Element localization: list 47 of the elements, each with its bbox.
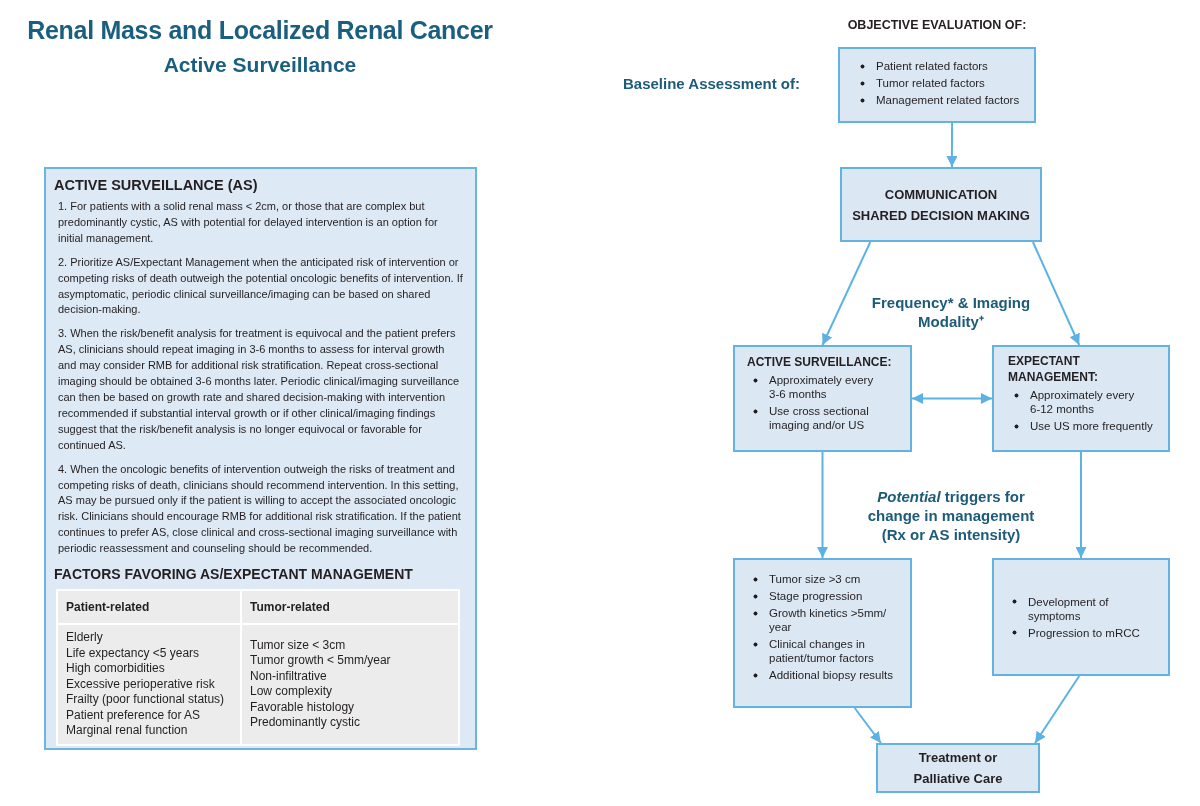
column-header: Tumor-related (242, 591, 458, 624)
cell-text: Low complexity (250, 684, 333, 700)
box-heading: EXPECTANT MANAGEMENT: (1008, 353, 1099, 385)
arrow (1034, 675, 1081, 744)
box-title: Treatment or Palliative Care (912, 749, 1004, 788)
cell-text: Tumor growth < 5mm/year (250, 653, 391, 669)
paragraph: 1. For patients with a solid renal mass < 2cm, or those that are complex but predominantly cystic, AS with potential for delayed intervention is an option for initial management. (58, 199, 439, 246)
process-box (992, 558, 1170, 676)
arrow (1031, 241, 1081, 346)
cell-text: Tumor size < 3cm (250, 637, 346, 654)
cell-text: Marginal renal function (66, 723, 188, 739)
arrow (853, 707, 882, 744)
cell-text: Non-infiltrative (250, 668, 327, 685)
double-arrow (911, 393, 993, 404)
cell-text: Favorable histology (250, 699, 355, 716)
box-heading: ACTIVE SURVEILLANCE: (747, 354, 893, 370)
process-box (840, 167, 1042, 242)
cell-text: Predominantly cystic (250, 715, 361, 731)
paragraph: 3. When the risk/benefit analysis for treatment is equivocal and the patient prefers AS, clinicians should repeat imaging in 3-6 months to assess for interval growth and may consider RMB for additional risk stratification. Repeat cross-sectional imaging should be obtained 3-6 months later. Periodic clinical/imaging surveillance can then be based on growth rate and shared decision-making with intervention recommended if substantial interval growth or if other clinical/imaging findings suggest that the risk/benefit analysis is no longer equivocal or favorable for continued AS. (58, 326, 461, 453)
process-box (992, 345, 1170, 452)
text-panel (44, 167, 477, 750)
flow-label: Potential triggers for change in management (Rx or AS intensity) (866, 487, 1036, 544)
process-box (733, 558, 912, 708)
box-heading: OBJECTIVE EVALUATION OF: (846, 17, 1028, 33)
arrow (817, 451, 828, 559)
paragraph: 4. When the oncologic benefits of intervention outweigh the risks of treatment and competing risks of death, clinicians should recommend intervention. In this setting, AS may be pursued only if the patient is willing to accept the associated oncologic risk. Clinicians should encourage RMB for additional risk stratification. If the patient continues to prefer AS, close clinical and cross-sectional imaging surveillance with periodic reassessment and counseling should be recommended. (58, 461, 462, 557)
arrow (821, 241, 872, 346)
section-heading: FACTORS FAVORING AS/EXPECTANT MANAGEMENT (54, 565, 413, 584)
cell-text: Life expectancy <5 years (66, 645, 200, 662)
flow-label: Frequency* & Imaging Modality⁺ (870, 293, 1032, 331)
column-header: Patient-related (58, 591, 240, 624)
box-title: COMMUNICATION (883, 185, 999, 204)
process-box (733, 345, 912, 452)
panel-heading: ACTIVE SURVEILLANCE (AS) (54, 176, 258, 194)
cell-text: Elderly (66, 630, 103, 646)
side-label: Baseline Assessment of: (623, 74, 801, 93)
process-box (876, 743, 1040, 793)
cell-text: Frailty (poor functional status) (66, 692, 225, 708)
page-title: Renal Mass and Localized Renal Cancer (26, 15, 494, 45)
box-title: SHARED DECISION MAKING (851, 206, 1031, 225)
cell-text: Patient preference for AS (66, 707, 201, 724)
arrow (1075, 451, 1087, 559)
page-subtitle: Active Surveillance (162, 52, 358, 78)
cell-text: Excessive perioperative risk (66, 676, 215, 693)
cell-text: High comorbidities (66, 661, 165, 677)
paragraph: 2. Prioritize AS/Expectant Management when the anticipated risk of intervention or competing risks of death outweigh the potential oncologic benefits of intervention. If asymptomatic, periodic clinical surveillance/imaging can be based on shared decision-making. (58, 254, 464, 318)
arrow (946, 122, 958, 168)
